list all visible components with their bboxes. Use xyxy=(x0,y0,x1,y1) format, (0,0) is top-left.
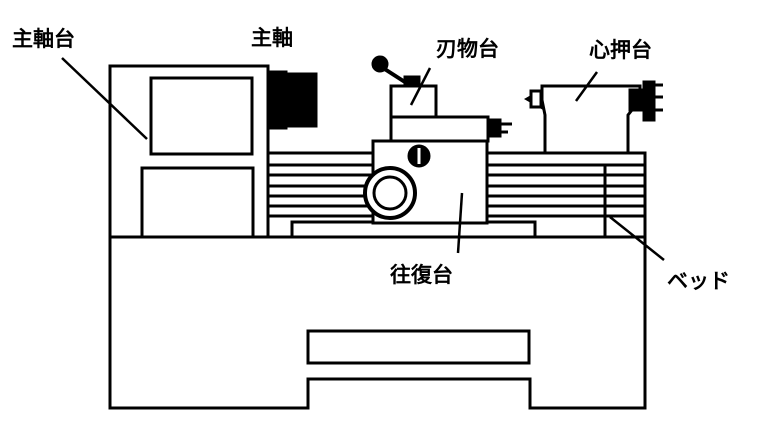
label-headstock: 主軸台 xyxy=(12,27,75,51)
carriage xyxy=(363,139,489,225)
base-slot xyxy=(306,329,531,365)
label-carriage: 往復台 xyxy=(390,263,453,287)
headstock-panel-lower xyxy=(140,166,255,239)
label-bed: ベッド xyxy=(667,269,730,293)
leader-lines xyxy=(61,57,665,261)
label-tool-post: 刃物台 xyxy=(436,37,499,61)
tool-post xyxy=(371,55,512,143)
label-tailstock: 心押台 xyxy=(589,38,652,62)
spindle-chuck xyxy=(267,70,318,130)
label-spindle: 主軸 xyxy=(251,26,293,50)
headstock-panel-upper xyxy=(149,76,254,156)
headstock xyxy=(108,64,270,239)
tailstock xyxy=(523,80,663,155)
bed-base xyxy=(108,235,647,410)
